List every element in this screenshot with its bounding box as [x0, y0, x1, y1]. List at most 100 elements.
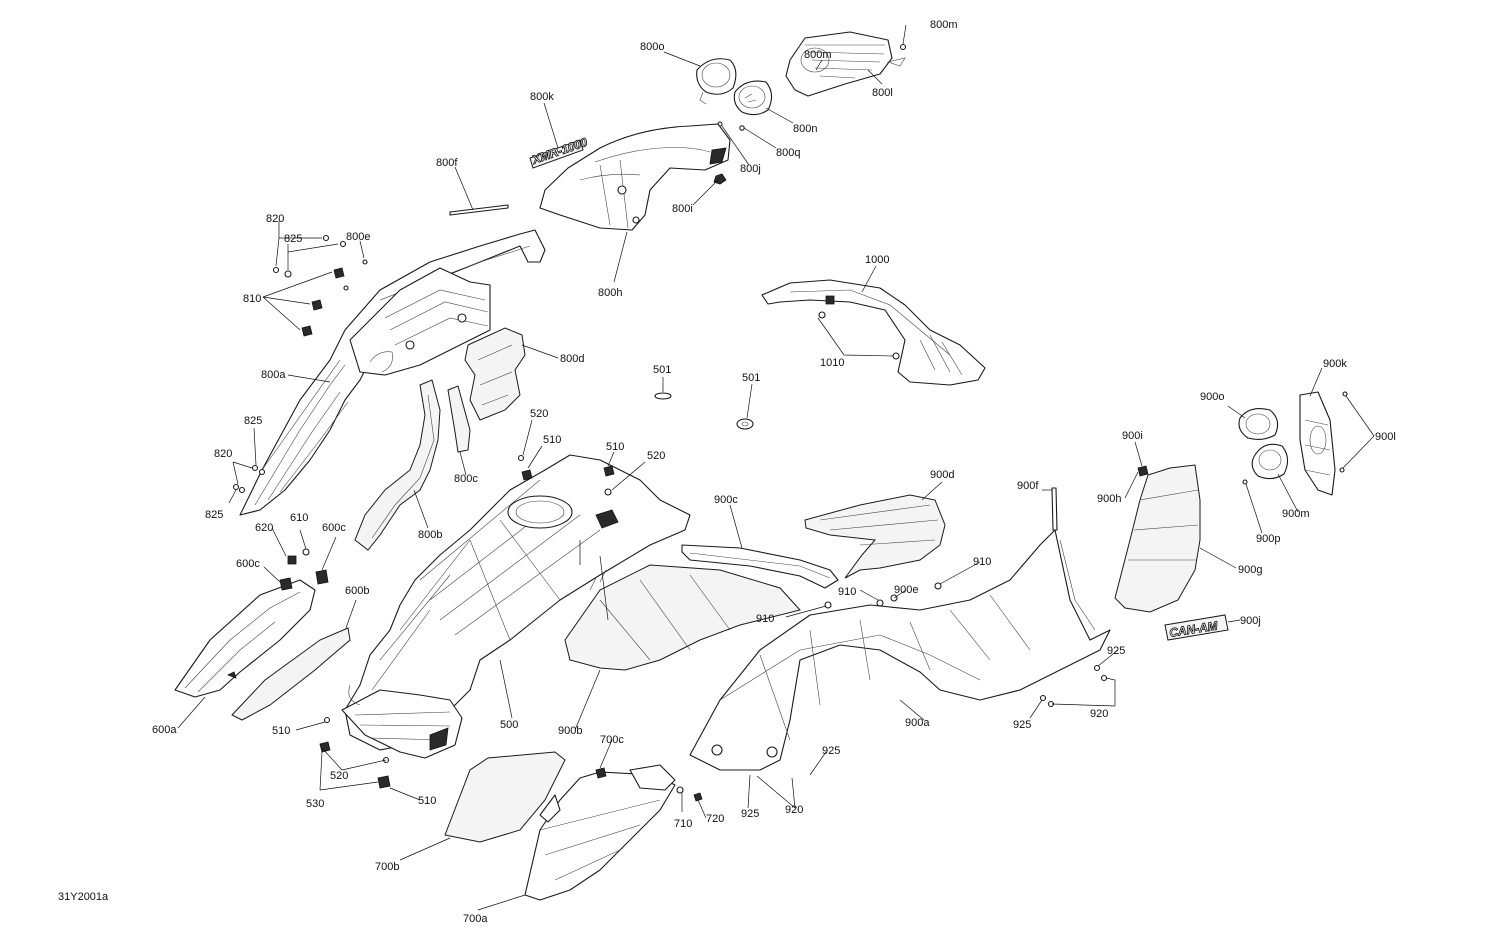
part-800f-strip	[449, 204, 509, 216]
part-800n-headlight	[733, 80, 773, 116]
part-label-520-b: 520	[647, 450, 665, 462]
part-label-500: 500	[500, 719, 518, 731]
part-700a-side-panel	[524, 764, 676, 901]
part-label-925-a: 925	[1107, 645, 1125, 657]
part-label-900i: 900i	[1122, 430, 1143, 442]
grommet-501-a	[654, 392, 672, 400]
part-label-720: 720	[706, 813, 724, 825]
part-label-600a: 600a	[152, 724, 177, 736]
part-label-900m: 900m	[1282, 508, 1310, 520]
part-label-900d: 900d	[930, 469, 954, 481]
part-label-800j: 800j	[740, 163, 761, 175]
part-900g-rear-panel	[1114, 464, 1201, 613]
part-label-620: 620	[255, 522, 273, 534]
part-500-center-body	[341, 454, 691, 759]
part-label-800k: 800k	[530, 91, 554, 103]
part-label-900k: 900k	[1323, 358, 1347, 370]
part-label-700b: 700b	[375, 861, 399, 873]
part-label-900h: 900h	[1097, 493, 1121, 505]
part-label-1000: 1000	[865, 254, 889, 266]
part-label-710: 710	[674, 818, 692, 830]
part-label-900e: 900e	[894, 584, 918, 596]
part-label-900j: 900j	[1240, 615, 1261, 627]
part-label-800e: 800e	[346, 231, 370, 243]
part-label-510-b: 510	[606, 441, 624, 453]
part-label-800c: 800c	[454, 473, 478, 485]
fasteners-700	[595, 767, 703, 802]
part-label-910-b: 910	[838, 586, 856, 598]
part-800h-front-visor	[539, 123, 731, 231]
part-label-501-a: 501	[653, 364, 671, 376]
fastener-1010	[818, 311, 900, 360]
part-label-800f: 800f	[436, 157, 458, 169]
part-900m-tail-light	[1251, 443, 1289, 480]
part-label-925-d: 925	[741, 808, 759, 820]
part-900a-rear-fender-right	[689, 529, 1111, 771]
part-label-900f: 900f	[1017, 480, 1039, 492]
part-label-520-c: 520	[330, 770, 348, 782]
part-label-910-c: 910	[756, 613, 774, 625]
fasteners-900-right	[824, 391, 1348, 708]
part-label-510-d: 510	[418, 795, 436, 807]
part-800o-headlight-ring	[696, 58, 737, 105]
part-label-920-b: 920	[785, 804, 803, 816]
part-label-700a: 700a	[463, 913, 488, 925]
part-label-800m-b: 800m	[804, 49, 832, 61]
part-label-530: 530	[306, 798, 324, 810]
part-label-800a: 800a	[261, 369, 286, 381]
part-700b-cover	[444, 751, 566, 843]
part-label-925-b: 925	[1013, 719, 1031, 731]
part-label-800o: 800o	[640, 41, 664, 53]
part-1000-dash-panel	[761, 279, 986, 386]
part-label-610: 610	[290, 512, 308, 524]
part-label-800q: 800q	[776, 147, 800, 159]
screw-800q	[739, 125, 745, 131]
part-label-600c-a: 600c	[322, 522, 346, 534]
part-label-825-a: 825	[284, 233, 302, 245]
part-label-825-c: 825	[205, 509, 223, 521]
figure-reference: 31Y2001a	[58, 891, 109, 903]
fasteners-500-bottom	[319, 716, 391, 789]
part-900d-rear-rack	[804, 494, 946, 579]
part-800a-inner-panel	[349, 267, 491, 376]
screw-800m	[899, 43, 907, 51]
grommet-501-b	[736, 418, 754, 430]
part-900b-rear-fender-left	[564, 564, 801, 671]
part-label-900o: 900o	[1200, 391, 1224, 403]
part-label-825-b: 825	[244, 415, 262, 427]
part-label-800d: 800d	[560, 353, 584, 365]
part-label-800n: 800n	[793, 123, 817, 135]
part-600b-cover	[231, 627, 351, 721]
part-label-925-c: 925	[822, 745, 840, 757]
decal-900j: CAN-AM	[1164, 614, 1229, 641]
part-800a-front-fender	[239, 229, 546, 516]
part-label-820-a: 820	[266, 213, 284, 225]
part-label-800b: 800b	[418, 529, 442, 541]
part-label-501-b: 501	[742, 372, 760, 384]
part-label-700c: 700c	[600, 734, 624, 746]
part-label-800i: 800i	[672, 203, 693, 215]
part-900f-strip	[1051, 487, 1058, 531]
part-900c-handle	[681, 544, 839, 589]
part-label-800h: 800h	[598, 287, 622, 299]
screws-lower-left	[232, 464, 266, 494]
part-label-600c-b: 600c	[236, 558, 260, 570]
label-layer: 800m800m800o800l800n800q800k800j800i800f…	[152, 19, 1396, 925]
part-label-910-a: 910	[973, 556, 991, 568]
part-800l-headlight-housing	[785, 31, 906, 97]
screws-500-top	[517, 454, 615, 496]
part-600a-side-panel	[174, 579, 316, 698]
part-label-920-a: 920	[1090, 708, 1108, 720]
part-900k-tail-housing	[1299, 391, 1336, 496]
part-label-510-a: 510	[543, 434, 561, 446]
part-label-520-a: 520	[530, 408, 548, 420]
screws-upper-left	[272, 234, 368, 337]
part-label-900c: 900c	[714, 494, 738, 506]
nut-800i	[713, 173, 727, 185]
part-800b-side-panel	[354, 379, 441, 551]
leader-lines	[177, 24, 1375, 911]
part-label-510-c: 510	[272, 725, 290, 737]
part-label-900a: 900a	[905, 717, 930, 729]
